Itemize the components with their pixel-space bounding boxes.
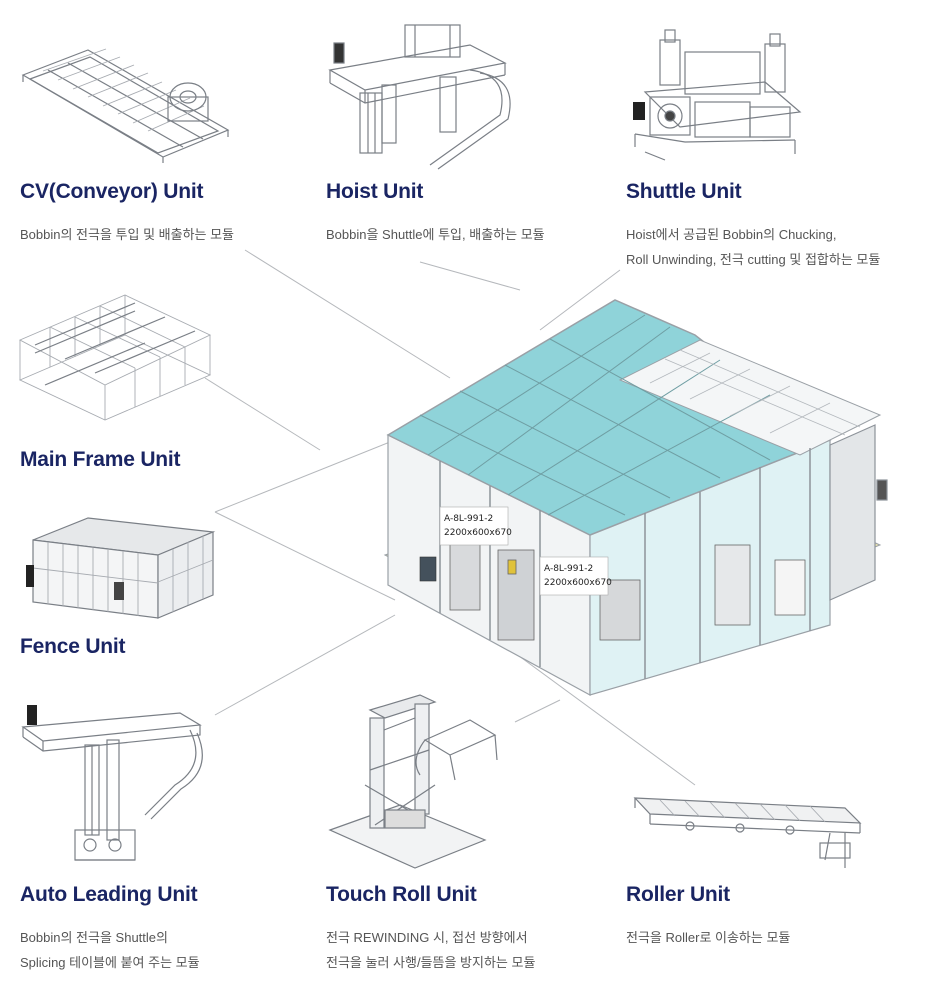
connector-frame	[204, 377, 321, 451]
connector-cv	[244, 249, 451, 379]
hoist-unit-title: Hoist Unit	[326, 180, 424, 203]
roller-drawing-icon	[633, 797, 862, 868]
shuttle-unit-desc-line2: Roll Unwinding, 전극 cutting 및 접합하는 모듈	[626, 252, 881, 267]
machine-label-right-size: 2200x600x670	[544, 578, 612, 588]
roller-unit-title: Roller Unit	[626, 883, 730, 906]
main-frame-unit-title: Main Frame Unit	[20, 448, 181, 471]
machine-label-left: A-8L-991-2	[444, 514, 493, 524]
auto-leading-unit-desc-line2: Splicing 테이블에 붙여 주는 모듈	[20, 955, 200, 970]
auto-leading-drawing-icon	[21, 705, 203, 861]
machine-label-right-plate	[539, 556, 609, 596]
touch-roll-unit-desc-line2: 전극을 눌러 사행/들뜸을 방지하는 모듈	[326, 955, 536, 970]
auto-leading-unit-title: Auto Leading Unit	[20, 883, 198, 906]
machine-label-left-size: 2200x600x670	[444, 528, 512, 538]
hoist-unit-desc: Bobbin을 Shuttle에 투입, 배출하는 모듈	[326, 227, 545, 242]
touch-roll-drawing-icon	[328, 694, 498, 869]
machine-3d-drawing-icon: A-8L-991-2 2200x600x670 A-8L-991-2 2200x…	[383, 299, 888, 697]
fence-drawing-icon	[26, 517, 216, 619]
machine-label-right: A-8L-991-2	[544, 564, 593, 574]
shuttle-unit-desc-line1: Hoist에서 공급된 Bobbin의 Chucking,	[626, 227, 837, 242]
fence-unit-title: Fence Unit	[20, 635, 126, 658]
frame-drawing-icon	[18, 294, 212, 421]
connector-touch	[514, 699, 561, 723]
cv-unit-desc: Bobbin의 전극을 투입 및 배출하는 모듈	[20, 227, 235, 242]
touch-roll-unit-desc-line1: 전극 REWINDING 시, 접선 방향에서	[326, 930, 528, 945]
machine-roof-white	[618, 339, 882, 456]
conveyor-drawing-icon	[21, 48, 230, 163]
connector-hoist	[419, 261, 521, 291]
touch-roll-unit-title: Touch Roll Unit	[326, 883, 477, 906]
cv-unit-title: CV(Conveyor) Unit	[20, 180, 204, 203]
connector-auto	[214, 614, 396, 716]
roller-unit-desc: 전극을 Roller로 이송하는 모듈	[626, 930, 791, 945]
shuttle-drawing-icon	[633, 29, 802, 161]
shuttle-unit-title: Shuttle Unit	[626, 180, 742, 203]
hoist-drawing-icon	[328, 24, 511, 170]
auto-leading-unit-desc-line1: Bobbin의 전극을 Shuttle의	[20, 930, 168, 945]
machine-control-screen	[419, 556, 437, 582]
connector-fence-2	[214, 511, 396, 601]
connector-fence	[214, 439, 396, 513]
machine-label-left-plate	[439, 506, 509, 546]
connector-shuttle	[539, 269, 621, 331]
